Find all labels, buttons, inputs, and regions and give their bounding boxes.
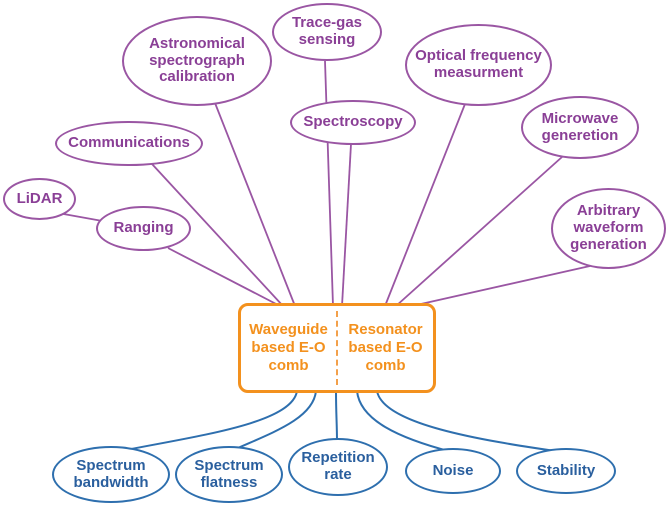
link-tracegas-box <box>324 60 334 307</box>
node-communications: Communications <box>55 121 203 166</box>
link-astronomical-box <box>214 102 296 307</box>
link-box-bandwidth <box>115 390 298 453</box>
node-lidar: LiDAR <box>3 178 76 220</box>
waveguide-comb-label: Waveguide based E-O comb <box>249 321 328 374</box>
dashed-divider <box>336 311 338 385</box>
node-ranging: Ranging <box>96 206 191 251</box>
node-stability: Stability <box>516 448 616 494</box>
link-communications-box <box>151 163 284 307</box>
node-noise: Noise <box>405 448 501 494</box>
node-repetition-rate: Repetition rate <box>288 438 388 496</box>
link-ranging-box <box>167 247 281 307</box>
link-box-stability <box>376 390 563 453</box>
link-box-repetition <box>335 390 338 443</box>
resonator-comb-label: Resonator based E-O comb <box>348 321 423 374</box>
node-spectrum-flatness: Spectrum flatness <box>175 446 283 503</box>
link-microwave-box <box>395 156 563 307</box>
link-optical-box <box>384 103 466 307</box>
node-astronomical-spectrograph-calibration: Astronomical spectrograph calibration <box>122 16 272 106</box>
node-spectrum-bandwidth: Spectrum bandwidth <box>52 446 170 503</box>
node-spectroscopy: Spectroscopy <box>290 100 416 145</box>
link-box-flatness <box>228 390 317 453</box>
link-spectroscopy-box <box>341 143 352 307</box>
eo-comb-center-box: Waveguide based E-O comb Resonator based… <box>238 303 436 393</box>
node-trace-gas-sensing: Trace-gas sensing <box>272 3 382 61</box>
node-arbitrary-waveform-generation: Arbitrary waveform generation <box>551 188 666 269</box>
link-arbitrary-box <box>411 265 591 307</box>
link-box-noise <box>356 390 453 453</box>
node-microwave-generation: Microwave generetion <box>521 96 639 159</box>
node-optical-frequency-measurement: Optical frequency measurment <box>405 24 552 106</box>
